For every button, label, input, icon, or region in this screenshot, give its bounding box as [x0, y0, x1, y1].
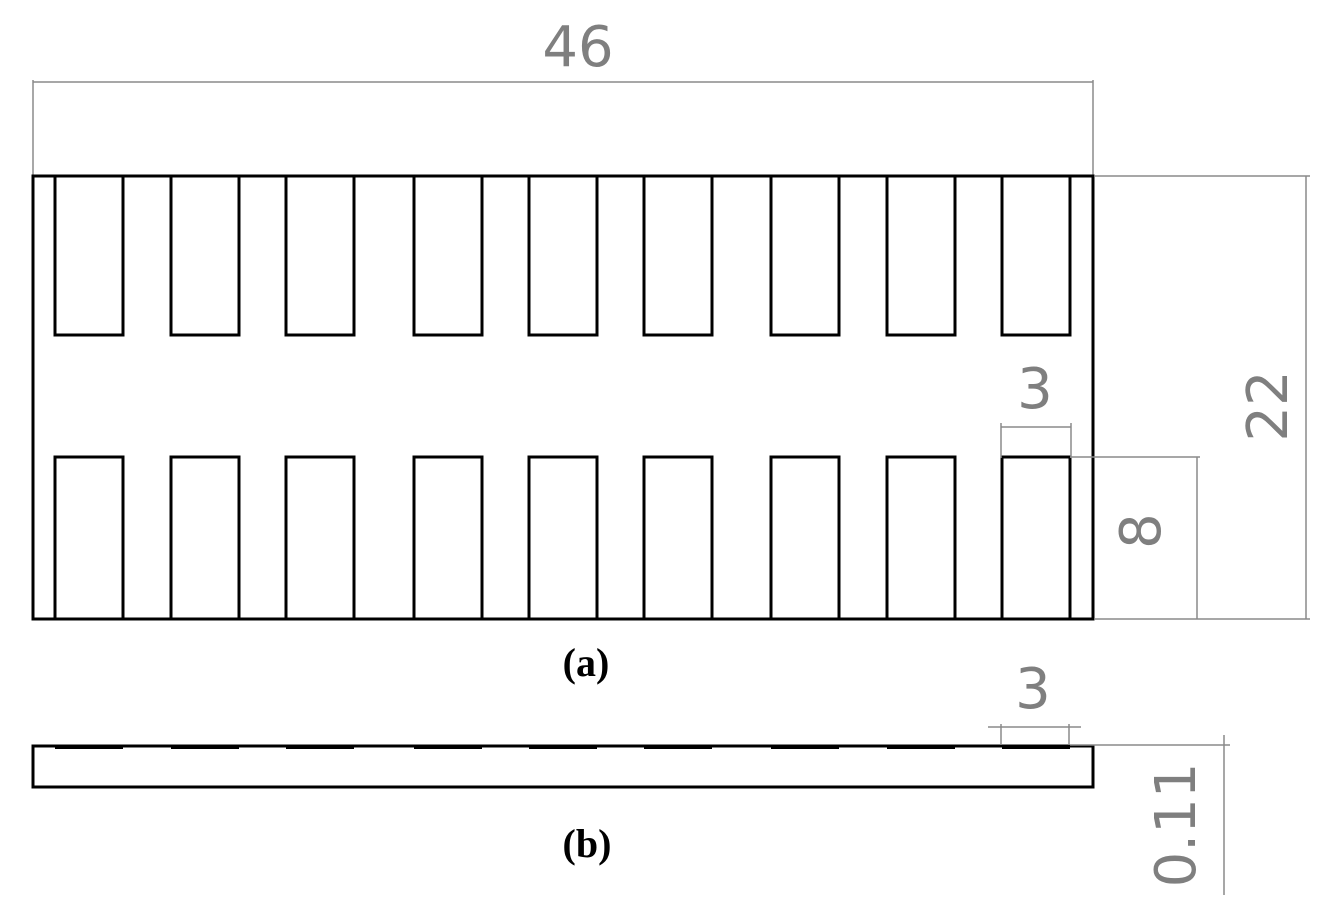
slot-bottom-9: [1000, 455, 1072, 619]
thickness-dimension: 0.11: [1070, 735, 1230, 895]
bottom-slots-row: [53, 455, 1072, 619]
side-slot-9: [1002, 745, 1070, 749]
width-dimension: 46: [32, 15, 1094, 175]
thickness-label: 0.11: [1144, 763, 1209, 888]
slot-top-7: [769, 176, 841, 337]
slot-top-4: [412, 176, 484, 337]
side-slot-1: [55, 745, 123, 749]
slot-bottom-6: [642, 455, 714, 619]
width-dimension-label: 46: [542, 15, 613, 80]
slot-bottom-2: [169, 455, 241, 619]
side-slot-6: [644, 745, 712, 749]
slot-bottom-1: [53, 455, 125, 619]
slot-top-8: [885, 176, 957, 337]
slot-bottom-7: [769, 455, 841, 619]
slot-top-9: [1000, 176, 1072, 337]
side-slot-4: [414, 745, 482, 749]
caption-a: (a): [563, 640, 610, 685]
side-view: 3 0.11 (b): [31, 657, 1230, 895]
slot-bottom-3: [284, 455, 356, 619]
side-slot-8: [887, 745, 955, 749]
side-slot-5: [529, 745, 597, 749]
slot-width-label-side: 3: [1015, 657, 1051, 722]
slot-width-label-top: 3: [1017, 357, 1053, 422]
slot-width-dimension-side: 3: [988, 657, 1081, 745]
slot-bottom-8: [885, 455, 957, 619]
slot-bottom-4: [412, 455, 484, 619]
caption-b: (b): [563, 821, 612, 866]
slot-top-2: [169, 176, 241, 337]
top-slots-row: [53, 176, 1072, 337]
slot-height-label: 8: [1109, 513, 1174, 549]
slot-height-dimension: 8: [1070, 456, 1200, 619]
plate-outline: [31, 174, 1095, 621]
side-plate-outline: [31, 744, 1095, 789]
height-dimension: 22: [1095, 175, 1310, 620]
side-slot-2: [171, 745, 239, 749]
slot-bottom-5: [527, 455, 599, 619]
slot-top-6: [642, 176, 714, 337]
slot-width-dimension-top: 3: [1000, 357, 1072, 458]
slot-top-3: [284, 176, 356, 337]
top-view: 46 22 3 8 (a): [31, 15, 1310, 685]
side-slot-3: [286, 745, 354, 749]
slot-top-5: [527, 176, 599, 337]
side-slots: [55, 745, 1070, 749]
side-slot-7: [771, 745, 839, 749]
height-dimension-label: 22: [1236, 370, 1301, 441]
slot-top-1: [53, 176, 125, 337]
